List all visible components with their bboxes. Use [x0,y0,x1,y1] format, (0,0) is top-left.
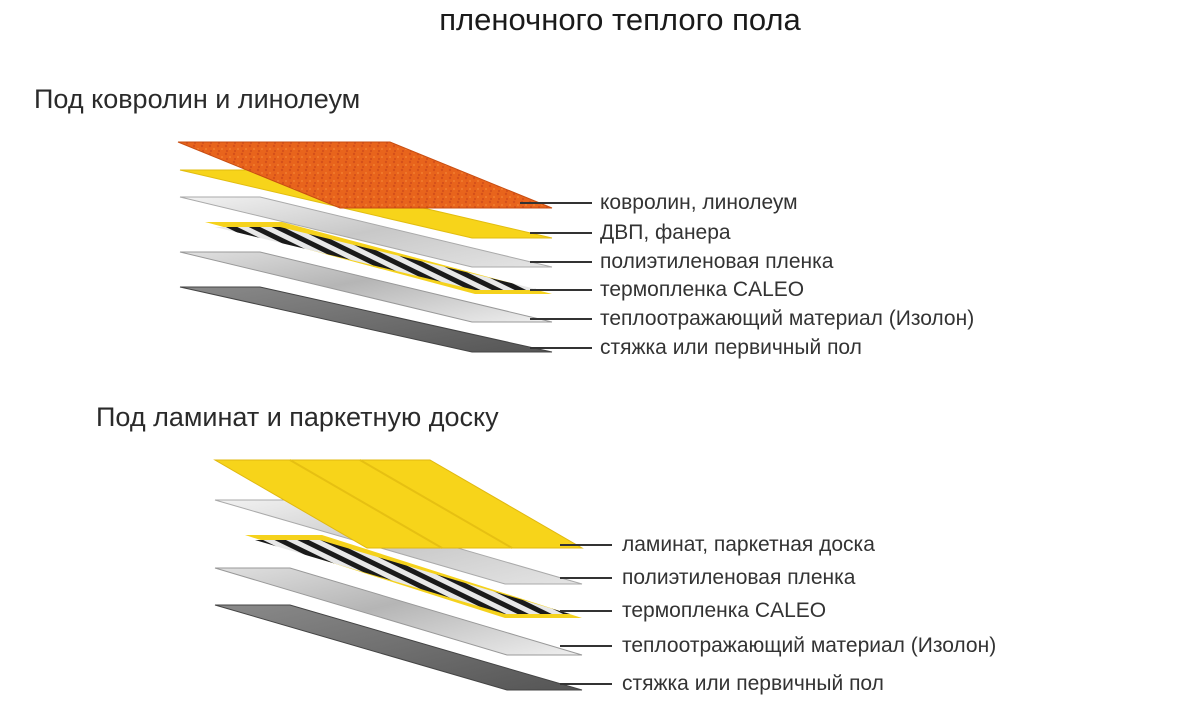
label-polyethylene-2: полиэтиленовая пленка [622,566,856,589]
label-carpet: ковролин, линолеум [600,191,798,214]
label-screed-2: стяжка или первичный пол [622,672,884,695]
label-thermofilm: термопленка CALEO [600,278,805,301]
layer-carpet [177,141,553,209]
layer-reflective [179,251,553,323]
label-reflective: теплоотражающий материал (Изолон) [600,307,975,330]
label-screed: стяжка или первичный пол [600,336,862,359]
section-title-laminate: Под ламинат и паркетную доску [96,402,499,432]
section-title-carpet: Под ковролин и линолеум [34,84,361,114]
section-1-leaders [520,202,592,349]
section-2-leaders [560,544,612,685]
page-title: пленочного теплого пола [439,2,801,37]
label-laminate: ламинат, паркетная доска [622,533,875,556]
section-1-stack [177,141,553,353]
label-reflective-2: теплоотражающий материал (Изолон) [622,634,997,657]
layer-screed-2 [214,604,583,691]
layer-polyethylene [179,196,553,268]
layer-screed [179,286,553,353]
layer-laminate [213,459,584,549]
layer-reflective-2 [214,567,583,656]
label-thermofilm-2: термопленка CALEO [622,599,827,622]
section-2-stack [213,459,584,691]
label-fiberboard: ДВП, фанера [600,221,731,244]
label-polyethylene: полиэтиленовая пленка [600,250,834,273]
